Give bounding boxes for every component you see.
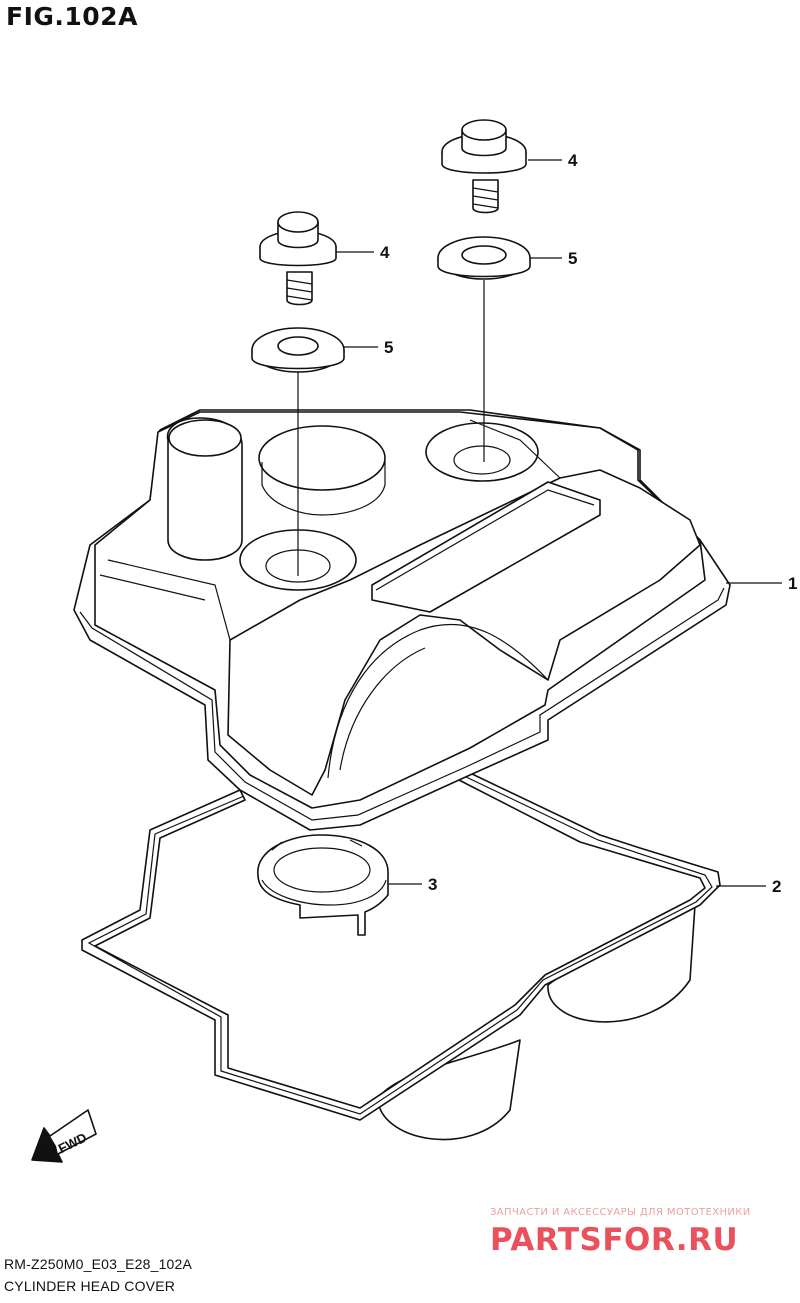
assembly-lines [297,280,485,576]
cylinder-head-cover [73,409,731,831]
washer-left [251,327,345,373]
bolt-left [259,211,337,306]
bolt-right [441,119,527,214]
callout-1: 1 [788,574,797,593]
watermark-logo-text: PARTSFOR.RU [490,1222,738,1258]
watermark-logo: PARTSFOR.RU [490,1222,738,1258]
plug-hole-seal [257,834,389,936]
callout-5-left: 5 [384,338,393,357]
figure-name: CYLINDER HEAD COVER [4,1278,176,1294]
figure-code: RM-Z250M0_E03_E28_102A [4,1256,193,1272]
washer-right [437,236,531,280]
leader-lines [336,159,782,887]
watermark-subtitle: ЗАПЧАСТИ И АКСЕССУАРЫ ДЛЯ МОТОТЕХНИКИ [490,1207,751,1218]
callout-3: 3 [428,875,437,894]
callout-4-left: 4 [380,243,390,262]
callout-2: 2 [772,877,781,896]
fwd-arrow-icon: FWD [31,1109,97,1163]
figure-title: FIG.102A [6,2,138,31]
callout-4-right: 4 [568,151,578,170]
callout-5-right: 5 [568,249,577,268]
cover-gasket [81,772,721,1141]
